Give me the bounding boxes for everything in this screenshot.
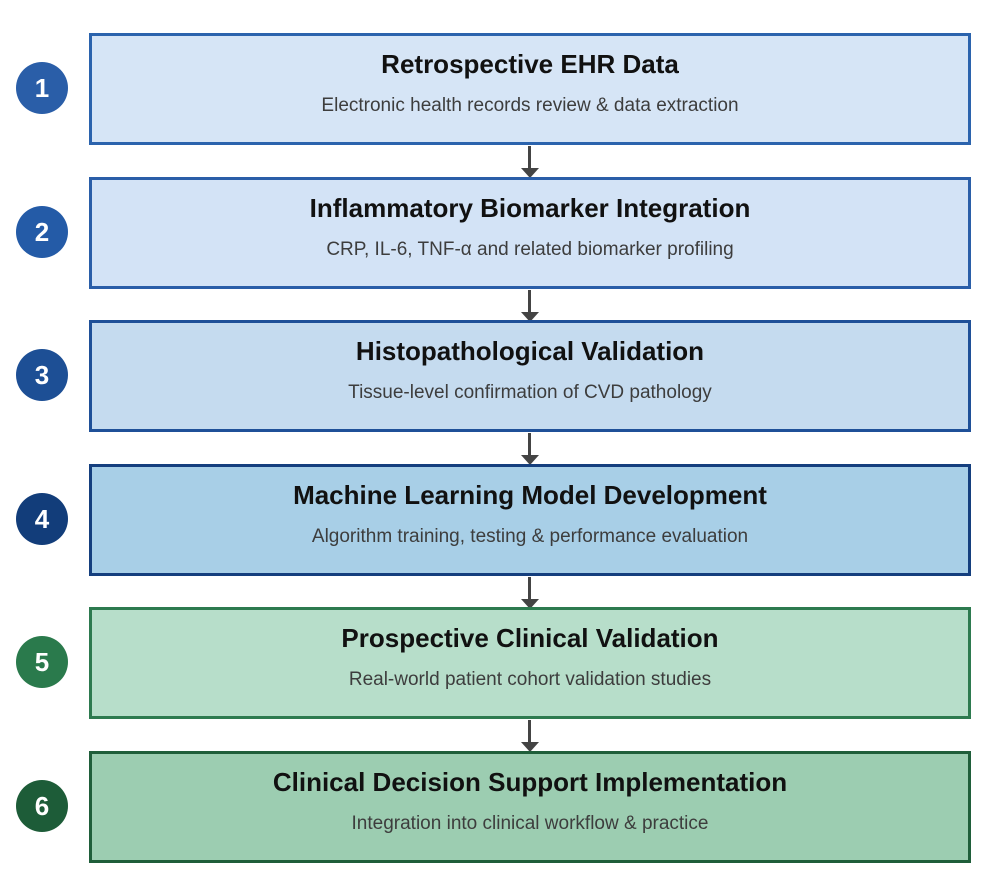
step-6: 6 Clinical Decision Support Implementati… xyxy=(0,751,986,863)
step-box: Histopathological Validation Tissue-leve… xyxy=(89,320,971,432)
down-arrow-icon xyxy=(520,290,540,324)
step-number-badge: 5 xyxy=(16,636,68,688)
step-title: Machine Learning Model Development xyxy=(293,480,767,510)
step-description: Electronic health records review & data … xyxy=(321,95,739,116)
step-title: Histopathological Validation xyxy=(355,336,705,366)
step-3: 3 Histopathological Validation Tissue-le… xyxy=(0,320,986,432)
step-number-badge: 6 xyxy=(16,780,68,832)
step-description: Algorithm training, testing & performanc… xyxy=(311,526,749,547)
step-description: CRP, IL-6, TNF-α and related biomarker p… xyxy=(326,239,734,260)
step-box: Retrospective EHR Data Electronic health… xyxy=(89,33,971,145)
step-1: 1 Retrospective EHR Data Electronic heal… xyxy=(0,33,986,145)
step-title: Inflammatory Biomarker Integration xyxy=(309,193,751,223)
step-title: Clinical Decision Support Implementation xyxy=(272,767,788,797)
step-box: Machine Learning Model Development Algor… xyxy=(89,464,971,576)
down-arrow-icon xyxy=(520,146,540,180)
step-2: 2 Inflammatory Biomarker Integration CRP… xyxy=(0,177,986,289)
step-number-badge: 2 xyxy=(16,206,68,258)
down-arrow-icon xyxy=(520,577,540,611)
step-number-badge: 3 xyxy=(16,349,68,401)
step-4: 4 Machine Learning Model Development Alg… xyxy=(0,464,986,576)
step-description: Integration into clinical workflow & pra… xyxy=(351,813,709,834)
step-title: Prospective Clinical Validation xyxy=(341,623,719,653)
down-arrow-icon xyxy=(520,433,540,467)
step-box: Inflammatory Biomarker Integration CRP, … xyxy=(89,177,971,289)
step-title: Retrospective EHR Data xyxy=(381,49,679,79)
step-box: Clinical Decision Support Implementation… xyxy=(89,751,971,863)
step-description: Real-world patient cohort validation stu… xyxy=(348,669,712,690)
step-5: 5 Prospective Clinical Validation Real-w… xyxy=(0,607,986,719)
step-number-badge: 4 xyxy=(16,493,68,545)
step-box: Prospective Clinical Validation Real-wor… xyxy=(89,607,971,719)
step-number-badge: 1 xyxy=(16,62,68,114)
step-description: Tissue-level confirmation of CVD patholo… xyxy=(348,382,712,403)
down-arrow-icon xyxy=(520,720,540,754)
